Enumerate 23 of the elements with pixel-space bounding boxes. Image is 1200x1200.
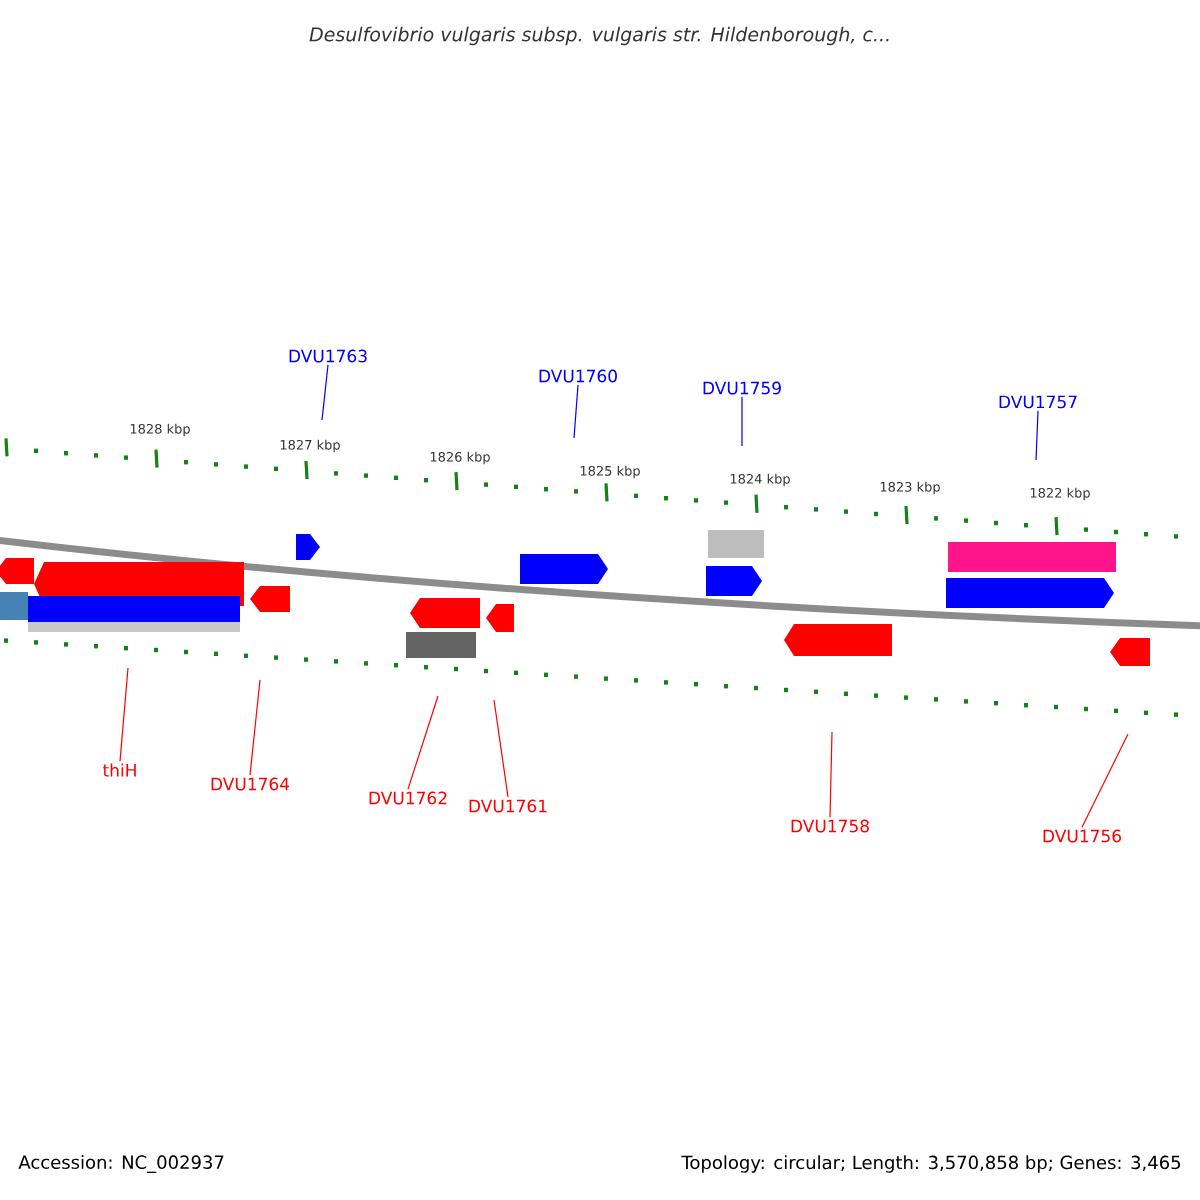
gene-label: DVU1762 <box>369 791 447 805</box>
gene-label: thiH <box>103 763 136 777</box>
leader-line <box>407 695 439 790</box>
leader-line <box>741 396 743 447</box>
gene-label: DVU1760 <box>539 369 617 383</box>
leader-line <box>321 364 329 421</box>
gene-label: DVU1763 <box>289 349 367 363</box>
gene-label: DVU1758 <box>791 819 869 833</box>
gene-label: DVU1757 <box>999 395 1077 409</box>
footer-text: Topology: circular; Length: 3,570,858 bp; Genes: 3,465 <box>681 1155 1181 1173</box>
leader-line <box>119 667 129 762</box>
title: Desulfovibrio vulgaris subsp. vulgaris str. Hildenborough, c... <box>309 26 889 46</box>
leader-line <box>829 731 833 818</box>
gene-label: DVU1764 <box>211 777 290 791</box>
gene-label: DVU1761 <box>469 799 547 813</box>
gene-label: DVU1756 <box>1043 829 1121 843</box>
leader-line <box>249 679 261 776</box>
leader-line <box>573 384 579 439</box>
leader-line <box>1081 733 1129 828</box>
gene-label: DVU1759 <box>703 381 781 395</box>
leader-line <box>1035 410 1039 461</box>
footer-text: Accession: NC_002937 <box>18 1155 224 1173</box>
leader-line <box>493 699 509 798</box>
